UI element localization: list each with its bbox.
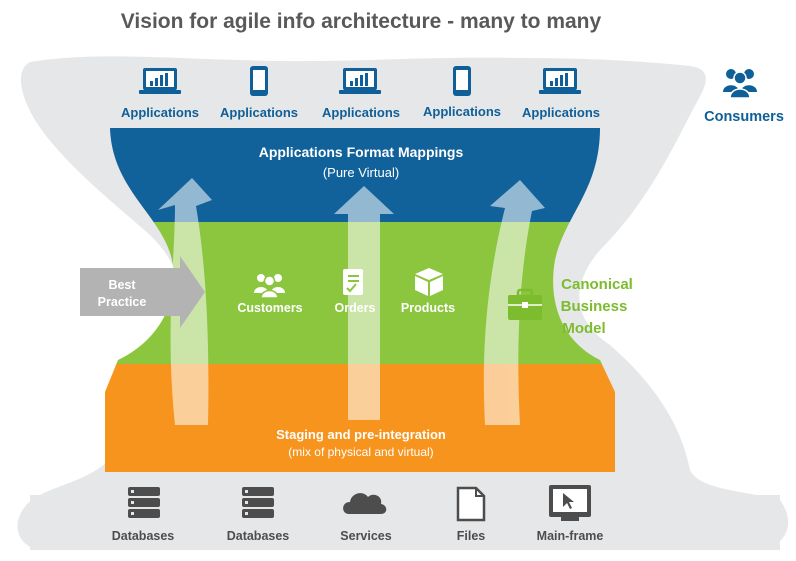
mapping-layer-title: Applications Format Mappings: [259, 144, 464, 160]
application-label: Applications: [522, 105, 600, 120]
cloud-icon: [343, 493, 387, 514]
mapping-layer-subtitle: (Pure Virtual): [323, 165, 399, 180]
staging-layer-title: Staging and pre-integration: [276, 427, 446, 442]
consumers-label: Consumers: [704, 109, 784, 125]
canonical-label-line1: Canonical: [561, 276, 633, 293]
best-practice-label-line1: Best: [108, 278, 136, 292]
best-practice-label-line2: Practice: [98, 295, 147, 309]
laptop-chart-icon: [539, 68, 581, 94]
products-label: Products: [401, 301, 455, 315]
order-checklist-icon: [343, 269, 363, 295]
source-label: Services: [340, 529, 391, 543]
briefcase-icon: [508, 288, 542, 320]
laptop-chart-icon: [139, 68, 181, 94]
source-label: Files: [457, 529, 486, 543]
source-label: Main-frame: [537, 529, 604, 543]
database-icon: [242, 487, 274, 518]
orders-label: Orders: [335, 301, 376, 315]
mainframe-icon: [549, 485, 591, 521]
diagram-title: Vision for agile info architecture - man…: [121, 10, 602, 33]
best-practice-arrow: [80, 256, 205, 328]
application-label: Applications: [322, 105, 400, 120]
people-icon: [723, 69, 757, 99]
product-boxes-icon: [415, 268, 443, 296]
canonical-label-line3: Model: [562, 320, 605, 337]
backdrop-lower: [30, 495, 780, 550]
canonical-label-line2: Business: [561, 298, 628, 315]
source-label: Databases: [112, 529, 175, 543]
staging-layer-subtitle: (mix of physical and virtual): [288, 445, 433, 459]
laptop-chart-icon: [339, 68, 381, 94]
application-label: Applications: [423, 104, 501, 119]
people-icon: [254, 274, 285, 299]
mobile-phone-icon: [250, 66, 268, 96]
customers-label: Customers: [237, 301, 302, 315]
applications-row: [139, 66, 581, 96]
application-label: Applications: [121, 105, 199, 120]
file-icon: [456, 486, 486, 522]
mobile-phone-icon: [453, 66, 471, 96]
database-icon: [128, 487, 160, 518]
source-label: Databases: [227, 529, 290, 543]
center-up-arrow: [334, 186, 394, 420]
application-label: Applications: [220, 105, 298, 120]
